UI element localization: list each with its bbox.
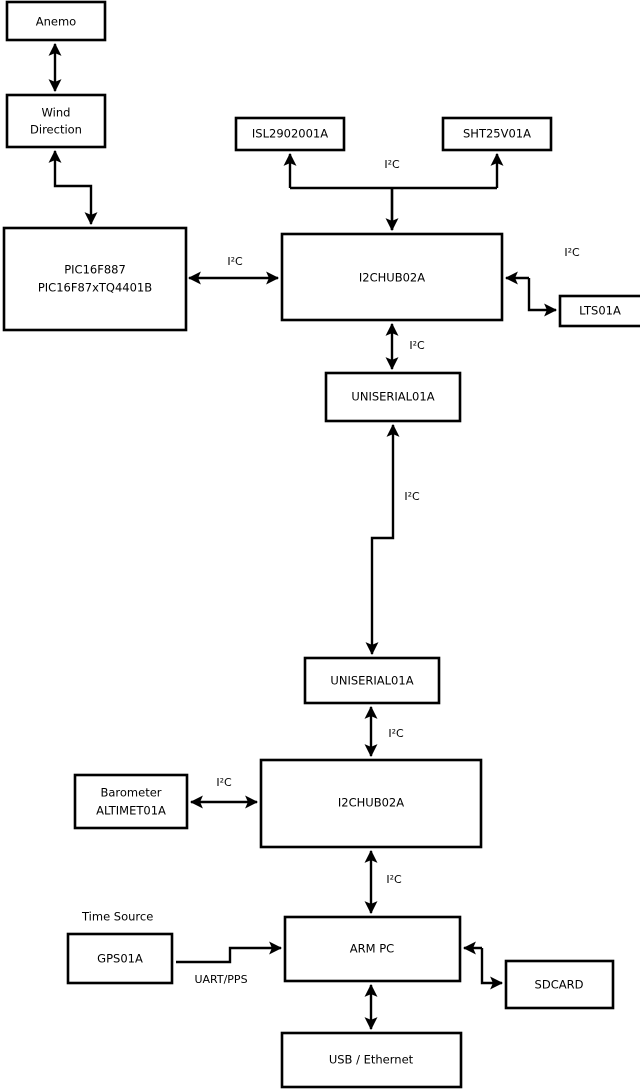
node-i2chub02a-bottom-label: I2CHUB02A — [338, 796, 404, 810]
edge-label-gps-armpc-uart: UART/PPS — [194, 973, 247, 986]
node-uniserial01a-top[interactable] — [324, 371, 462, 423]
edge-label-uniserial-hub-i2c: I²C — [388, 727, 404, 740]
edge-gps-armpc — [176, 941, 283, 964]
node-sht25v01a[interactable] — [441, 116, 553, 152]
edge-label-barometer-i2c: I²C — [216, 776, 232, 789]
node-anemo-label: Anemo — [36, 15, 76, 29]
node-pic-mcu-label-line1: PIC16F887 — [64, 263, 126, 277]
node-lts01a-label: LTS01A — [579, 304, 621, 318]
node-lts01a[interactable] — [558, 294, 640, 328]
node-sdcard[interactable] — [504, 959, 615, 1010]
node-uniserial01a-bottom-label: UNISERIAL01A — [330, 674, 413, 688]
edge-uniserial-link — [365, 423, 400, 656]
edge-wind-pic — [48, 149, 98, 226]
node-uniserial01a-top-label: UNISERIAL01A — [351, 390, 434, 404]
edge-label-hub-lts-i2c: I²C — [564, 246, 580, 259]
node-usb-ethernet-label: USB / Ethernet — [329, 1053, 414, 1067]
node-wind-direction-label-line1: Wind — [42, 106, 71, 120]
node-gps01a[interactable] — [66, 932, 174, 985]
node-i2chub02a-bottom[interactable] — [259, 758, 483, 849]
node-barometer-label-line1: Barometer — [100, 786, 161, 800]
node-wind-direction[interactable] — [5, 93, 107, 149]
edge-label-hub-armpc-i2c: I²C — [386, 873, 402, 886]
node-uniserial01a-bottom[interactable] — [303, 656, 441, 705]
node-isl2902001a-label: ISL2902001A — [252, 127, 328, 141]
node-i2chub02a-top-label: I2CHUB02A — [359, 271, 425, 285]
node-sdcard-label: SDCARD — [535, 978, 584, 992]
edge-label-uniserial-link-i2c: I²C — [404, 490, 420, 503]
node-wind-direction-label-line2: Direction — [30, 123, 82, 137]
node-anemo[interactable] — [5, 0, 107, 42]
edge-label-hub-uniserial-i2c: I²C — [409, 339, 425, 352]
node-arm-pc[interactable] — [283, 915, 462, 983]
node-i2chub02a-top[interactable] — [280, 232, 504, 322]
label-time-source: Time Source — [81, 910, 153, 924]
node-usb-ethernet[interactable] — [280, 1031, 463, 1089]
node-pic-mcu-label-line2: PIC16F87xTQ4401B — [38, 281, 152, 295]
edge-label-pic-hub-i2c: I²C — [227, 255, 243, 268]
node-gps01a-label: GPS01A — [97, 952, 143, 966]
edge-armpc-sdcard-elbow — [480, 948, 504, 990]
edge-label-top-branch-i2c: I²C — [384, 158, 400, 171]
node-sht25v01a-label: SHT25V01A — [463, 127, 531, 141]
node-isl2902001a[interactable] — [234, 116, 346, 152]
node-barometer-altimet01a[interactable] — [73, 773, 189, 830]
node-arm-pc-label: ARM PC — [350, 942, 394, 956]
edge-hubtop-lts-elbow — [527, 278, 558, 317]
node-barometer-label-line2: ALTIMET01A — [96, 804, 166, 818]
node-pic-mcu[interactable] — [2, 226, 188, 332]
